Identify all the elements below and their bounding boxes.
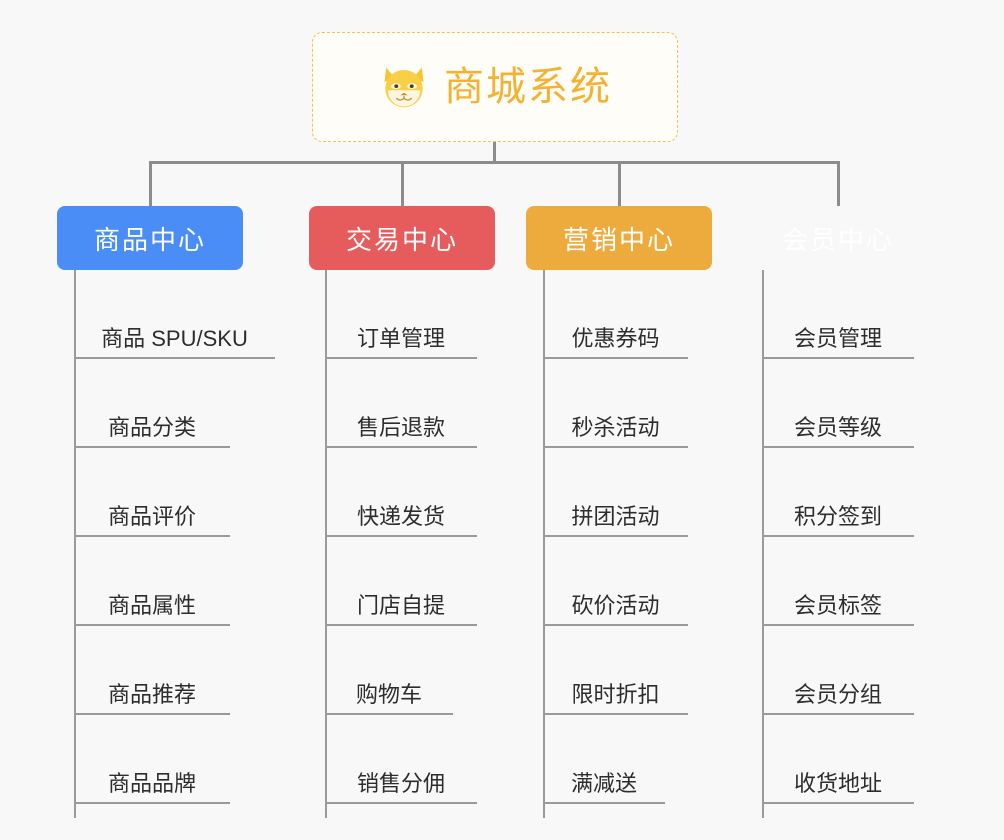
- leaf-item-label: 优惠券码: [571, 325, 660, 351]
- leaf-item[interactable]: 商品 SPU/SKU: [74, 270, 275, 359]
- leaf-column-member-center: 会员管理会员等级积分签到会员标签会员分组收货地址: [762, 270, 1002, 818]
- leaf-item-label: 商品分类: [107, 414, 196, 440]
- root-node[interactable]: 商城系统: [312, 32, 678, 142]
- leaf-item-label: 限时折扣: [571, 681, 660, 707]
- leaf-item-label: 收货地址: [793, 770, 882, 796]
- leaf-item[interactable]: 购物车: [325, 626, 453, 715]
- leaf-column-product-center: 商品 SPU/SKU 商品分类商品评价商品属性商品推荐商品品牌: [74, 270, 314, 818]
- leaf-item[interactable]: 商品评价: [74, 448, 230, 537]
- leaf-item-label: 会员等级: [793, 414, 882, 440]
- leaf-item-label: 拼团活动: [571, 503, 660, 529]
- leaf-item[interactable]: 商品品牌: [74, 715, 230, 804]
- leaf-item[interactable]: 会员标签: [762, 537, 914, 626]
- root-title: 商城系统: [444, 65, 612, 109]
- leaf-item[interactable]: 商品分类: [74, 359, 230, 448]
- leaf-item-label: 会员分组: [793, 681, 882, 707]
- leaf-item[interactable]: 满减送: [543, 715, 665, 804]
- connector-drop-member-center: [837, 161, 840, 206]
- connector-root-stem: [493, 142, 496, 164]
- category-label: 交易中心: [345, 224, 458, 255]
- leaf-item[interactable]: 优惠券码: [543, 270, 688, 359]
- leaf-item-label: 满减送: [570, 770, 637, 796]
- leaf-item-label: 售后退款: [356, 414, 445, 440]
- leaf-item-label: 商品评价: [107, 503, 196, 529]
- leaf-item-label: 商品 SPU/SKU: [101, 325, 248, 351]
- leaf-item[interactable]: 收货地址: [762, 715, 914, 804]
- category-box-product-center[interactable]: 商品中心: [57, 206, 243, 270]
- leaf-item[interactable]: 砍价活动: [543, 537, 688, 626]
- leaf-item[interactable]: 订单管理: [325, 270, 477, 359]
- leaf-item-label: 砍价活动: [571, 592, 660, 618]
- leaf-item-label: 销售分佣: [356, 770, 445, 796]
- shiba-inu-dog-face-icon: [384, 67, 424, 109]
- category-label: 会员中心: [781, 224, 894, 255]
- category-box-member-center[interactable]: 会员中心: [745, 206, 931, 270]
- connector-drop-marketing-center: [618, 161, 621, 206]
- category-label: 营销中心: [562, 224, 675, 255]
- leaf-item-label: 会员标签: [793, 592, 882, 618]
- category-box-trade-center[interactable]: 交易中心: [309, 206, 495, 270]
- leaf-column-trade-center: 订单管理售后退款快递发货门店自提购物车销售分佣: [325, 270, 565, 818]
- leaf-rail-member-center: [762, 270, 764, 818]
- leaf-item[interactable]: 售后退款: [325, 359, 477, 448]
- leaf-item-label: 购物车: [355, 681, 422, 707]
- leaf-item[interactable]: 拼团活动: [543, 448, 688, 537]
- leaf-item[interactable]: 限时折扣: [543, 626, 688, 715]
- leaf-item[interactable]: 会员等级: [762, 359, 914, 448]
- leaf-item[interactable]: 商品属性: [74, 537, 230, 626]
- leaf-item[interactable]: 快递发货: [325, 448, 477, 537]
- leaf-item[interactable]: 积分签到: [762, 448, 914, 537]
- leaf-item[interactable]: 会员管理: [762, 270, 914, 359]
- leaf-item[interactable]: 秒杀活动: [543, 359, 688, 448]
- leaf-item[interactable]: 商品推荐: [74, 626, 230, 715]
- connector-horizontal-bus: [150, 161, 840, 164]
- leaf-item-label: 积分签到: [793, 503, 882, 529]
- connector-drop-product-center: [149, 161, 152, 206]
- leaf-item-label: 商品属性: [107, 592, 196, 618]
- leaf-rail-marketing-center: [543, 270, 545, 818]
- leaf-item[interactable]: 销售分佣: [325, 715, 477, 804]
- connector-drop-trade-center: [401, 161, 404, 206]
- leaf-item-label: 商品推荐: [107, 681, 196, 707]
- leaf-item-label: 会员管理: [793, 325, 882, 351]
- leaf-item-label: 订单管理: [356, 325, 445, 351]
- leaf-item-label: 快递发货: [356, 503, 445, 529]
- category-box-marketing-center[interactable]: 营销中心: [526, 206, 712, 270]
- category-label: 商品中心: [93, 224, 206, 255]
- leaf-rail-product-center: [74, 270, 76, 818]
- leaf-item[interactable]: 门店自提: [325, 537, 477, 626]
- leaf-item-label: 秒杀活动: [571, 414, 660, 440]
- leaf-item[interactable]: 会员分组: [762, 626, 914, 715]
- leaf-column-marketing-center: 优惠券码秒杀活动拼团活动砍价活动限时折扣满减送: [543, 270, 783, 818]
- leaf-item-label: 商品品牌: [107, 770, 196, 796]
- leaf-rail-trade-center: [325, 270, 327, 818]
- leaf-item-label: 门店自提: [356, 592, 445, 618]
